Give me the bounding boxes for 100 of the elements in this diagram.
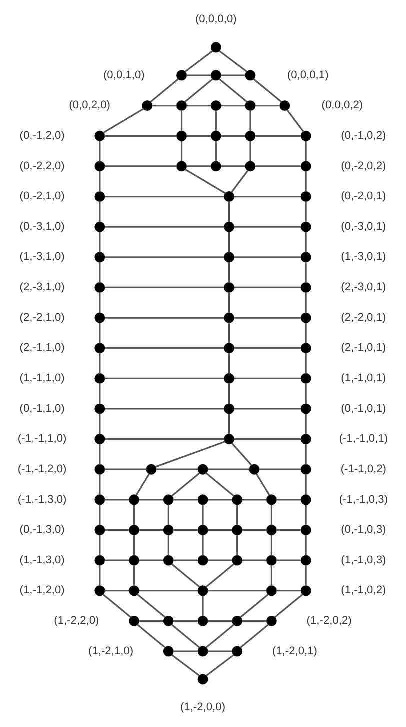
connector (206, 624, 235, 648)
connector (305, 414, 307, 435)
connector (231, 170, 249, 194)
connector (228, 414, 230, 435)
connector (208, 590, 267, 592)
connector (276, 499, 301, 501)
connector (276, 529, 301, 532)
connector (173, 650, 198, 652)
connector (104, 286, 224, 289)
connector (218, 78, 248, 103)
node-circle (176, 130, 188, 142)
node-label: (2,-1,1,0) (20, 342, 65, 354)
connector (104, 348, 224, 350)
connector (276, 590, 301, 592)
connector (234, 317, 302, 319)
connector (305, 444, 307, 465)
node-label: (1,-1,0,1) (341, 372, 386, 384)
connector (104, 196, 224, 198)
node-circle (300, 494, 312, 506)
node-circle (176, 161, 188, 172)
connector (240, 594, 270, 618)
node-label: (2,-2,0,1) (341, 312, 386, 324)
node-label: (1,-2,0,0) (180, 701, 226, 714)
connector (305, 535, 307, 556)
node-circle (198, 494, 208, 506)
node-circle (94, 464, 106, 475)
connector (99, 232, 101, 253)
connector (168, 504, 170, 526)
connector (139, 620, 164, 622)
node-label: (0,0,1,0) (103, 69, 145, 82)
connector (305, 292, 307, 314)
node-label: (0,0,0,0) (195, 13, 237, 26)
node-circle (198, 525, 208, 536)
connector (206, 472, 235, 497)
connector (185, 168, 226, 194)
node-label: (1,-2,2,0) (54, 615, 100, 628)
connector (305, 322, 307, 344)
connector (104, 226, 224, 228)
connector (228, 232, 230, 253)
node-circle (163, 646, 174, 657)
connector (180, 141, 183, 162)
node-label: (1,-2,1,0) (88, 645, 134, 658)
connector (152, 105, 177, 107)
node-circle (300, 404, 312, 414)
node-circle (266, 525, 277, 536)
connector (180, 110, 183, 132)
connector (234, 348, 302, 350)
connector (139, 560, 164, 562)
node-label: (0,0,0,2) (322, 100, 364, 112)
connector (99, 171, 101, 192)
node-circle (300, 343, 312, 354)
connector (305, 474, 307, 496)
node-circle (142, 100, 153, 112)
connector (150, 78, 180, 103)
connector (168, 535, 170, 556)
node-circle (266, 586, 277, 596)
connector (305, 353, 307, 374)
node-circle (300, 222, 312, 232)
connector (133, 504, 136, 526)
node-label: (0,0,0,1) (287, 69, 329, 82)
connector (99, 474, 101, 496)
node-circle (176, 70, 188, 81)
connector (99, 322, 101, 344)
node-circle (232, 555, 243, 566)
connector (305, 141, 307, 162)
connector (104, 135, 177, 137)
connector (99, 414, 101, 435)
connector (104, 529, 130, 532)
node-label: (1,-1,2,0) (20, 584, 65, 597)
node-circle (94, 161, 106, 172)
connector (274, 594, 304, 618)
connector (236, 504, 238, 526)
connector (173, 560, 198, 562)
node-circle (232, 494, 243, 506)
connector (104, 468, 147, 470)
connector (104, 256, 224, 258)
connector (139, 590, 198, 592)
connector (99, 504, 101, 526)
connector (173, 529, 198, 532)
node-label: (1,-1,0,3) (341, 554, 386, 566)
connector (206, 564, 235, 588)
connector (99, 292, 101, 314)
connector (186, 166, 212, 168)
connector (171, 624, 200, 648)
connector (220, 135, 246, 137)
connector (228, 292, 230, 314)
connector (305, 504, 307, 526)
connector (99, 141, 101, 162)
connector (253, 78, 282, 103)
node-circle (245, 100, 256, 112)
connector (220, 105, 246, 107)
connector (228, 262, 230, 283)
node-circle (129, 616, 140, 626)
connector (99, 353, 101, 374)
connector (286, 110, 304, 132)
node-circle (300, 555, 312, 566)
connector (99, 444, 101, 465)
connector (99, 384, 101, 404)
node-label: (-1,-1,2,0) (18, 463, 67, 476)
node-circle (198, 674, 208, 685)
